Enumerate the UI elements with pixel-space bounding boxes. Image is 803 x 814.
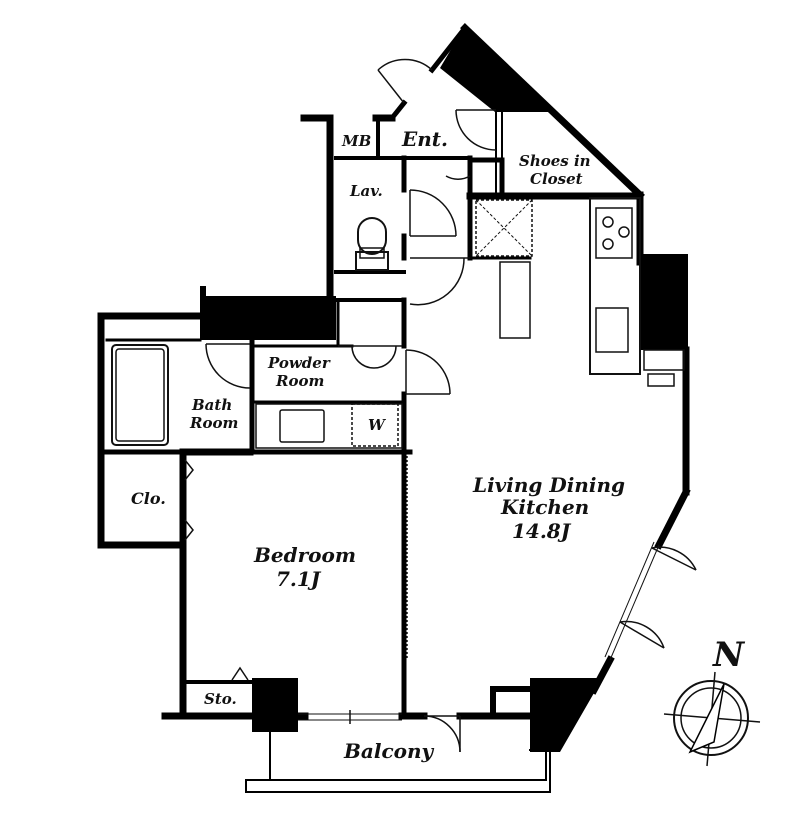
label-ldk-1: Living Dining <box>472 473 625 497</box>
label-lavatory: Lav. <box>349 182 383 200</box>
label-balcony: Balcony <box>343 739 435 763</box>
sink-icon <box>279 409 325 443</box>
bathtub-icon <box>111 344 169 446</box>
label-bedroom: Bedroom <box>253 543 356 567</box>
label-bath-room-2: Room <box>189 414 238 432</box>
label-shoes-closet-1: Shoes in <box>519 152 591 170</box>
fixtures <box>111 197 685 449</box>
structural-columns <box>200 26 688 752</box>
entrance-door <box>377 58 433 104</box>
north-arrow-compass-icon: N <box>663 635 761 767</box>
label-bedroom-size: 7.1J <box>276 567 322 591</box>
label-closet: Clo. <box>131 489 166 508</box>
room-labels: MB Ent. Shoes in Closet Lav. Powder Room… <box>131 127 625 763</box>
label-bath-room-1: Bath <box>191 396 232 414</box>
label-ldk-size: 14.8J <box>512 519 572 543</box>
label-mb: MB <box>341 132 371 150</box>
label-ldk-2: Kitchen <box>500 495 589 519</box>
label-powder-room-2: Room <box>275 372 324 390</box>
kitchen-counter <box>589 197 641 375</box>
label-shoes-closet-2: Closet <box>530 170 583 188</box>
label-powder-room-1: Powder <box>267 354 331 372</box>
doors <box>184 58 697 753</box>
label-washer: W <box>368 416 387 434</box>
toilet-icon <box>355 217 389 271</box>
washer-icon <box>351 403 399 447</box>
walls <box>97 23 691 793</box>
label-entrance: Ent. <box>401 127 448 151</box>
label-storage: Sto. <box>204 690 237 708</box>
compass-north-label: N <box>712 635 746 675</box>
